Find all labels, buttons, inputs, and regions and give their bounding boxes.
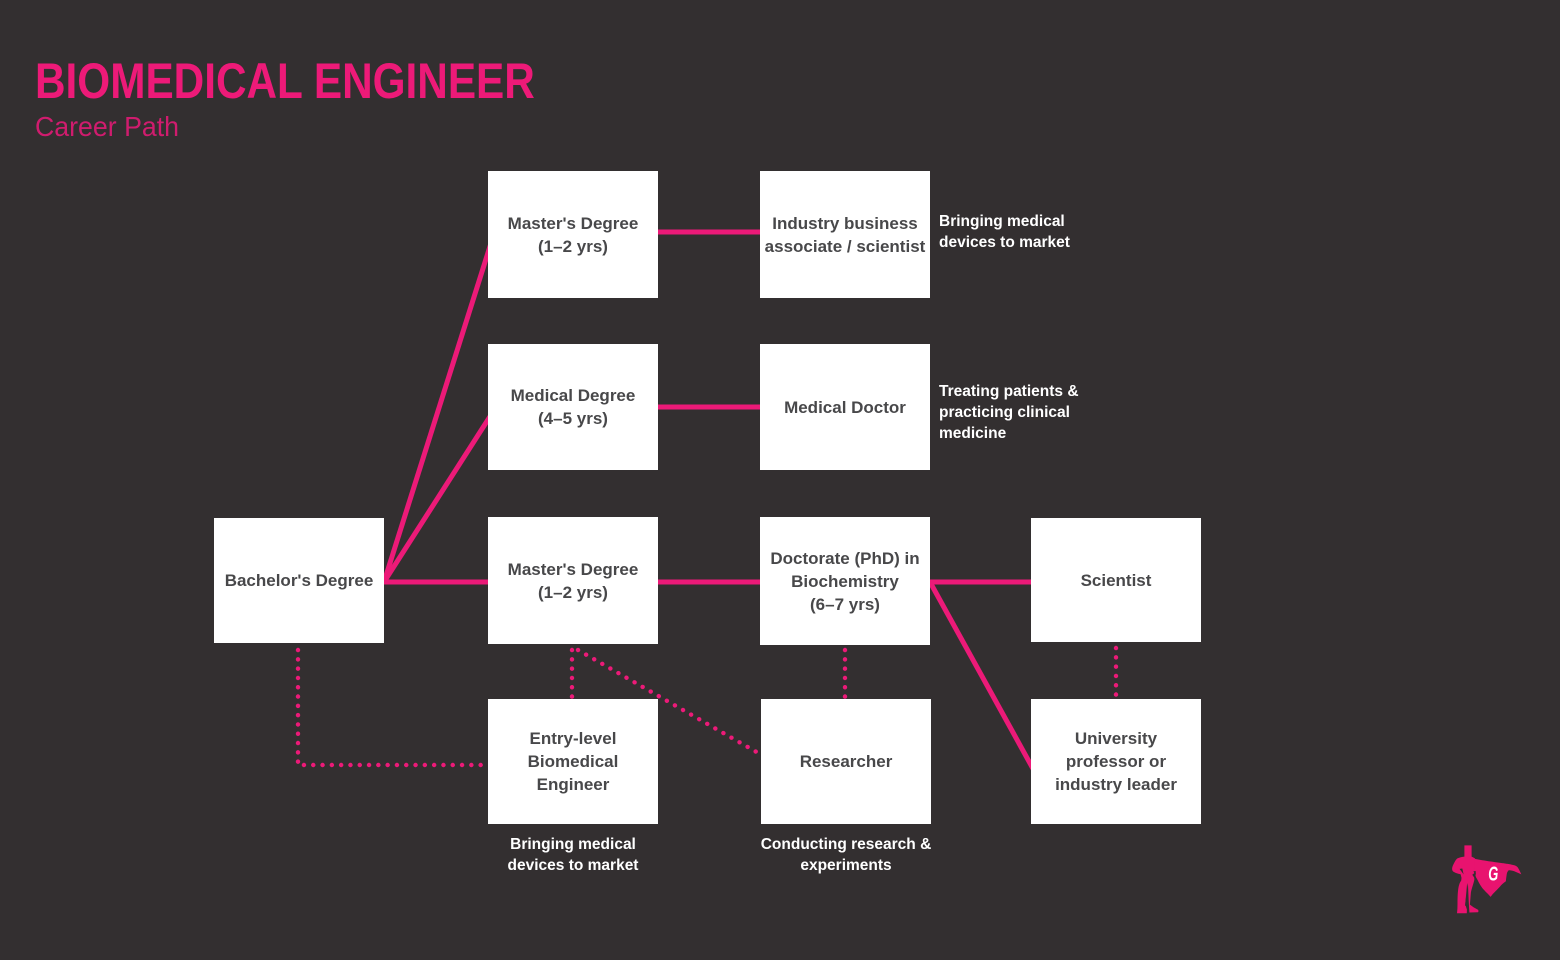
svg-text:G: G	[1488, 861, 1498, 885]
